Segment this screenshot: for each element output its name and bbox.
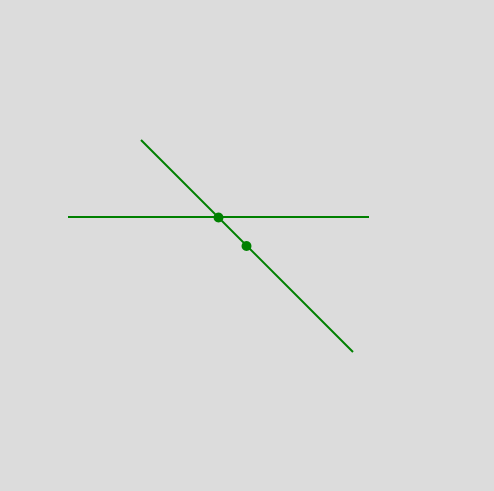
intersection-point[interactable] [213, 212, 224, 223]
point-on-diagonal-line[interactable] [241, 241, 252, 251]
